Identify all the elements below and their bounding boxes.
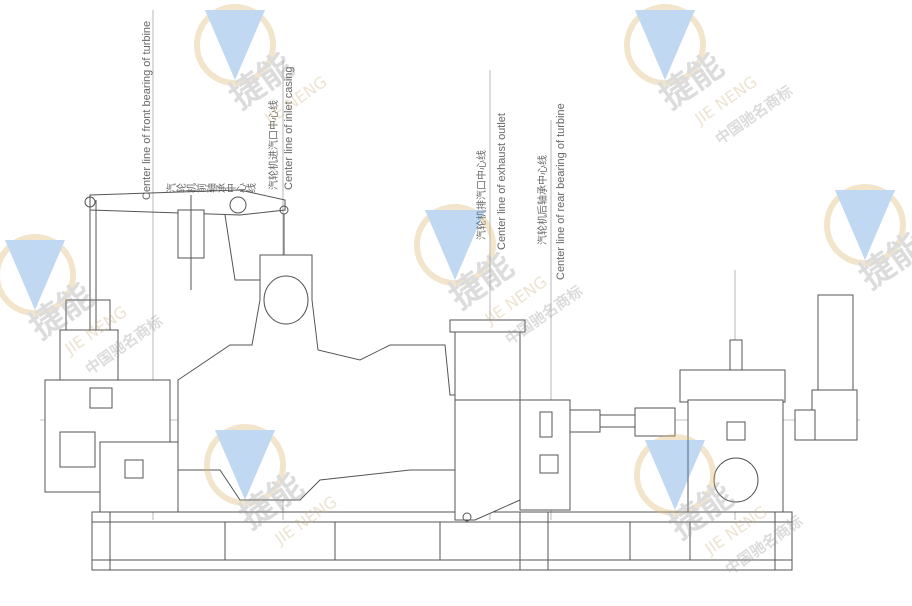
label-exhaust-outlet-zh: 汽轮机排汽口中心线	[475, 150, 488, 240]
watermark-logo: 捷能	[824, 184, 912, 297]
watermark-logo: 捷能 JIE NENG	[194, 4, 331, 129]
label-inlet-casing-en: Center line of inlet casing	[283, 66, 295, 190]
base-frame	[91, 511, 793, 571]
oil-pump-motor	[794, 294, 858, 441]
coupling	[569, 407, 676, 437]
label-rear-bearing-zh: 汽轮机后轴承中心线	[536, 155, 549, 245]
watermark-logo: 捷能 JIE NENG	[204, 424, 341, 549]
rear-bearing-housing	[519, 399, 571, 511]
label-exhaust-outlet-en: Center line of exhaust outlet	[496, 113, 508, 250]
turbine-casing	[177, 254, 526, 522]
label-front-bearing-zh: 汽轮机前轴承中心线	[165, 184, 256, 196]
label-inlet-casing-zh: 汽轮机进汽口中心线	[267, 100, 280, 190]
watermark-logo: 捷能 JIE NENG 中国驰名商标	[624, 4, 796, 148]
front-bearing-housing	[44, 200, 179, 513]
servo-linkage	[84, 189, 289, 290]
gearbox	[679, 339, 786, 513]
label-front-bearing-en: Center line of front bearing of turbine	[141, 21, 153, 200]
label-rear-bearing-en: Center line of rear bearing of turbine	[555, 103, 567, 280]
